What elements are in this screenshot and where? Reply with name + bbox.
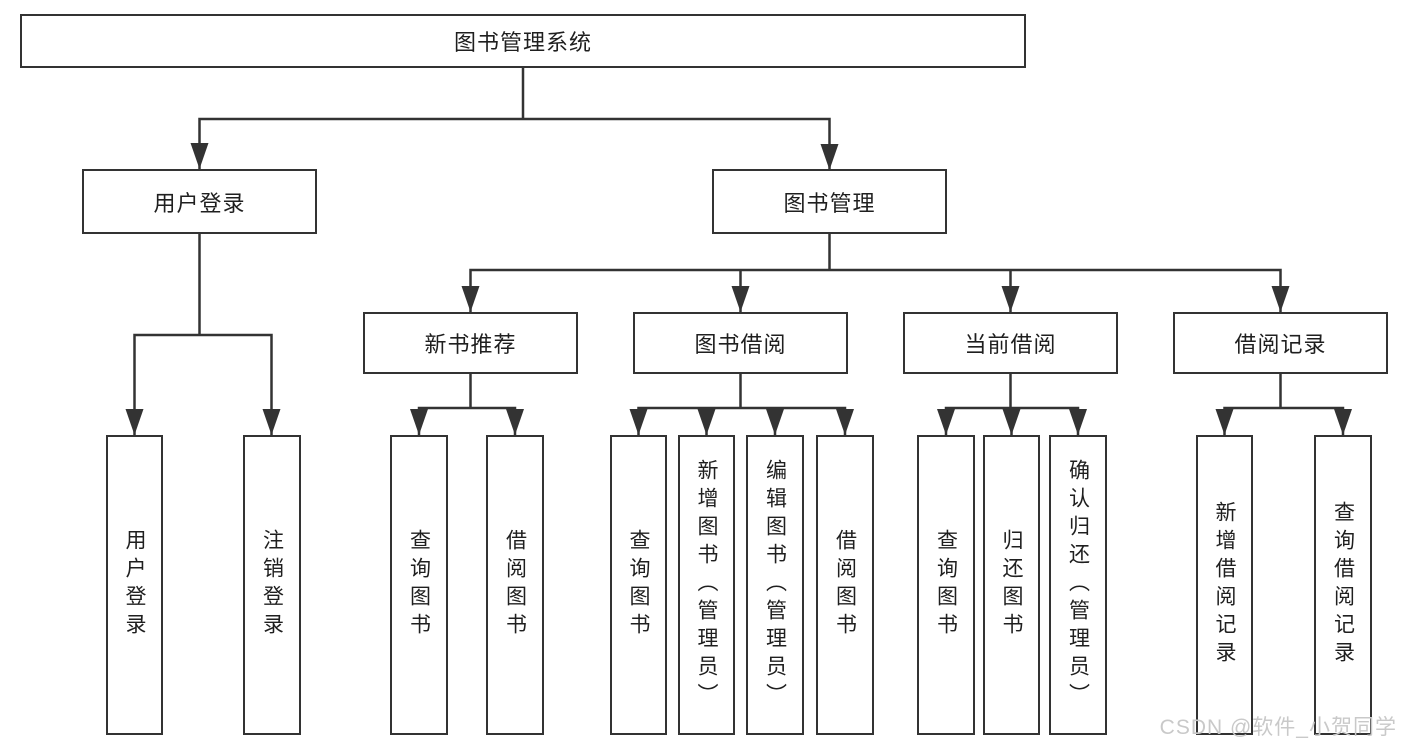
arrow-icon [1334,409,1352,435]
node-label: 当前借阅 [964,332,1057,357]
arrow-icon [1271,286,1290,312]
arrow-icon [820,144,839,170]
leaf-return-books: 归还图书 [983,435,1040,735]
connector-borrowing-records-to-leaves [1223,374,1345,435]
node-label: 归还图书 [1000,529,1023,641]
node-label: 查询图书 [407,529,431,641]
node-book-borrowing: 图书借阅 [633,312,848,374]
node-label: 借阅记录 [1234,332,1327,357]
node-label: 编辑图书（管理员） [763,459,787,711]
arrow-icon [410,409,428,435]
connector-new-book-recommendation-to-leaves [417,374,517,435]
connector-root-to-level2 [198,67,831,170]
arrow-icon [629,409,648,435]
arrow-icon [506,409,524,435]
node-label: 用户登录 [153,190,246,216]
leaf-add-book-admin: 新增图书（管理员） [678,435,735,735]
arrow-icon [190,143,209,169]
node-library-management-system: 图书管理系统 [20,14,1026,68]
arrow-icon [836,409,854,435]
leaf-add-borrow-record: 新增借阅记录 [1196,435,1253,735]
leaf-logout: 注销登录 [243,435,301,735]
connector-book-borrowing-to-leaves [637,374,847,435]
node-label: 查询图书 [934,529,958,641]
leaf-query-books-1: 查询图书 [390,435,448,735]
node-label: 注销登录 [260,529,284,641]
node-label: 借阅图书 [833,529,857,641]
node-label: 图书借阅 [694,332,787,357]
node-label: 借阅图书 [503,529,527,641]
arrowheads [125,143,1352,435]
node-new-book-recommendation: 新书推荐 [363,312,578,374]
node-label: 新书推荐 [424,332,517,357]
arrow-icon [1002,409,1021,435]
arrow-icon [262,409,281,435]
leaf-query-books-2: 查询图书 [610,435,667,735]
arrow-icon [1001,286,1020,312]
leaf-user-login: 用户登录 [106,435,163,735]
arrow-icon [731,286,750,312]
arrow-icon [125,409,144,435]
arrow-icon [766,409,784,435]
node-user-login: 用户登录 [82,169,317,234]
node-label: 图书管理 [783,190,876,216]
watermark: CSDN @软件_小贺同学 [1159,716,1397,739]
leaf-borrow-books-1: 借阅图书 [486,435,544,735]
arrow-icon [1069,409,1087,435]
arrow-icon [937,409,955,435]
node-current-borrowing: 当前借阅 [903,312,1118,374]
arrow-icon [1215,409,1234,435]
node-borrowing-records: 借阅记录 [1173,312,1388,374]
leaf-query-borrow-record: 查询借阅记录 [1314,435,1372,735]
connector-book-management-to-level3 [469,233,1282,312]
node-label: 查询借阅记录 [1331,501,1355,669]
arrow-icon [697,409,716,435]
leaf-confirm-return-admin: 确认归还（管理员） [1049,435,1107,735]
connector-user-login-to-leaves [133,234,273,435]
node-book-management: 图书管理 [712,169,947,234]
node-label: 确认归还（管理员） [1066,459,1090,711]
leaf-borrow-books-2: 借阅图书 [816,435,874,735]
node-label: 用户登录 [123,529,146,641]
node-label: 新增图书（管理员） [695,459,718,711]
node-label: 查询图书 [627,529,650,641]
node-label: 新增借阅记录 [1213,501,1236,669]
leaf-edit-book-admin: 编辑图书（管理员） [746,435,804,735]
node-label: 图书管理系统 [453,30,592,55]
leaf-query-books-3: 查询图书 [917,435,975,735]
arrow-icon [461,286,480,312]
